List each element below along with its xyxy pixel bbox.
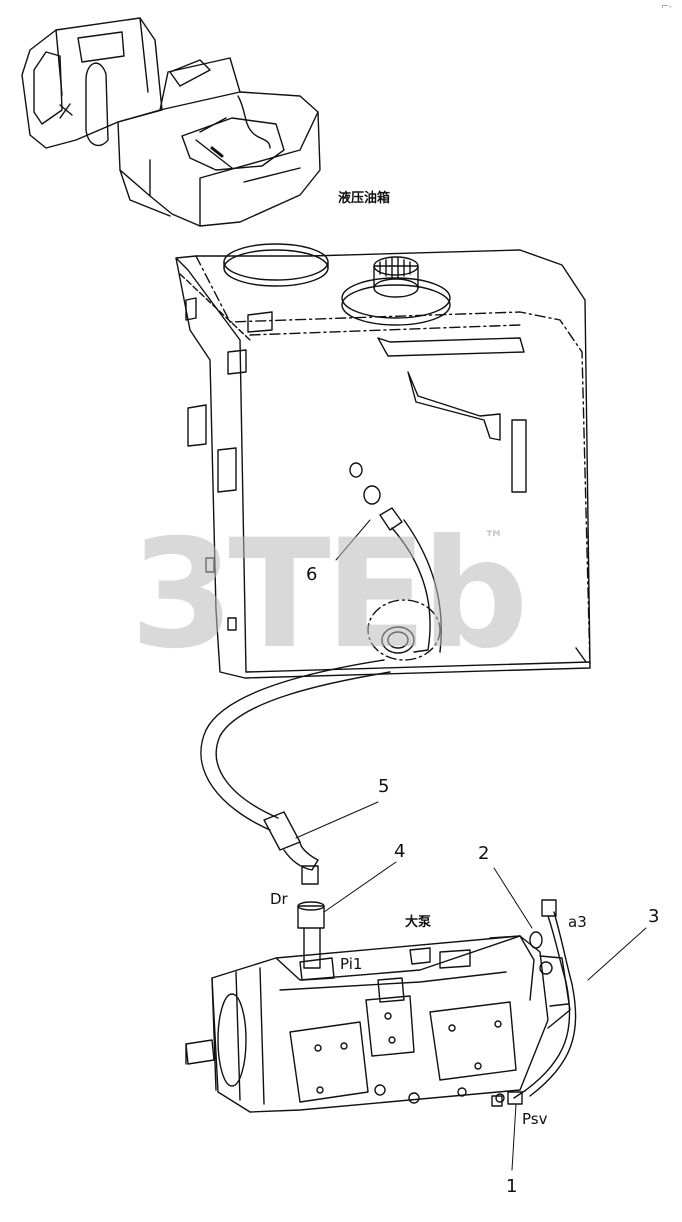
pilot-line-3 — [491, 899, 577, 1107]
callout-3: 3 — [648, 906, 660, 927]
callout-2: 2 — [478, 843, 490, 864]
watermark-text: 3TEb — [130, 508, 529, 682]
callout-4: 4 — [394, 841, 406, 862]
label-main-pump: 大泵 — [405, 915, 432, 930]
callout-5: 5 — [378, 776, 390, 797]
port-label-dr: Dr — [270, 890, 288, 908]
label-hydraulic-tank: 液压油箱 — [338, 191, 391, 206]
corner-mark: ⌐- — [661, 2, 672, 12]
port-label-psv: Psv — [522, 1110, 548, 1128]
main-pump — [185, 935, 571, 1113]
watermark-trademark: ™ — [484, 526, 504, 550]
callout-6: 6 — [306, 564, 318, 585]
callout-1: 1 — [506, 1176, 518, 1197]
hydraulic-tank — [175, 243, 591, 679]
adapter-4 — [297, 901, 325, 969]
hose-6 — [391, 519, 442, 653]
excavator-locator — [21, 17, 321, 227]
leader-lines — [295, 519, 647, 1171]
port-label-pi1: Pi1 — [340, 955, 363, 973]
suction-hose-5 — [200, 659, 391, 885]
port-label-a3: a3 — [568, 913, 587, 931]
